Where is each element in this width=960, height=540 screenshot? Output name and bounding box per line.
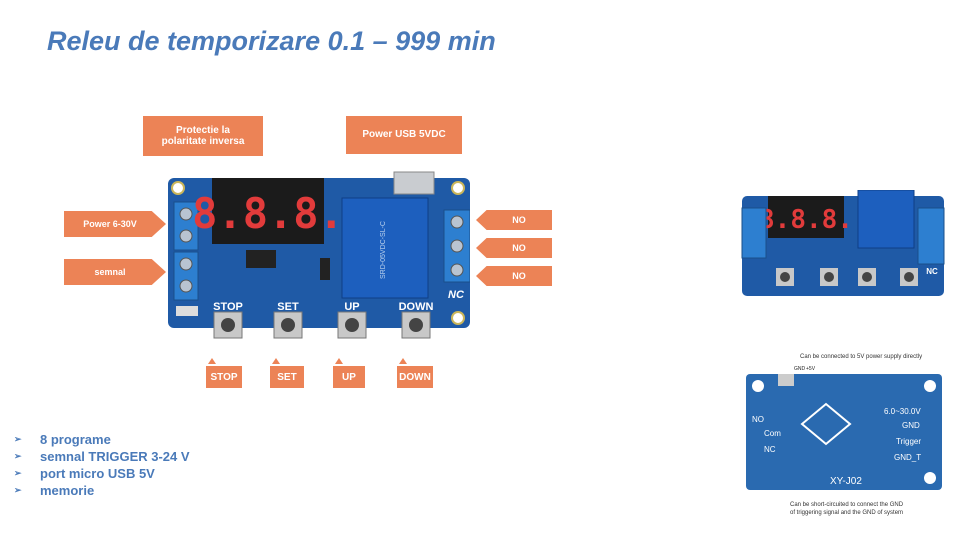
silk-stop: STOP	[213, 301, 243, 313]
back-model: XY-J02	[830, 476, 862, 487]
arrow-bullet-icon: ➢	[14, 468, 22, 478]
back-gnd: GND	[902, 421, 920, 430]
arrow-bullet-icon: ➢	[14, 451, 22, 461]
arrow-bullet-icon: ➢	[14, 434, 22, 444]
label-set: SET	[270, 358, 304, 388]
callout-signal: semnal	[64, 259, 166, 285]
back-board-image: GND +5V NO Com NC 6.0~30.0V GND Trigger …	[746, 366, 942, 490]
relay-label: SRD-05VDC-SL-C	[380, 221, 387, 279]
list-item: ➢memorie	[14, 483, 95, 498]
callout-polarity: Protectie la polaritate inversa	[143, 116, 263, 156]
board-display: 8.8.8.	[192, 189, 344, 238]
callout-polarity-line1: Protectie la	[176, 124, 230, 136]
callout-no-3: NO	[476, 266, 552, 286]
silk-set: SET	[277, 301, 299, 313]
label-up: UP	[333, 358, 365, 388]
back-com: Com	[764, 429, 781, 438]
back-gnd-t: GND_T	[894, 453, 921, 462]
back-no: NO	[752, 415, 764, 424]
back-trigger: Trigger	[896, 437, 921, 446]
back-vin: 6.0~30.0V	[884, 407, 921, 416]
back-gnd-top: GND	[794, 366, 806, 372]
side-board-image: 8.8.8. NC	[741, 190, 945, 296]
arrow-bullet-icon: ➢	[14, 485, 22, 495]
back-nc: NC	[764, 445, 776, 454]
label-down: DOWN	[397, 358, 433, 388]
back-bottom-note-1: Can be short-circuited to connect the GN…	[790, 502, 904, 508]
back-top-note: Can be connected to 5V power supply dire…	[800, 354, 923, 360]
silk-nc: NC	[448, 289, 465, 301]
callout-power-in: Power 6-30V	[64, 211, 166, 237]
feature-list: ➢8 programe ➢semnal TRIGGER 3-24 V ➢port…	[14, 431, 190, 499]
page-title: Releu de temporizare 0.1 – 999 min	[47, 26, 496, 56]
list-item: ➢semnal TRIGGER 3-24 V	[14, 449, 190, 464]
callout-polarity-line2: polaritate inversa	[161, 136, 245, 147]
back-plus5: +5V	[806, 366, 816, 372]
side-board-display: 8.8.8.	[759, 205, 853, 235]
label-stop: STOP	[206, 358, 242, 388]
list-item: ➢8 programe	[14, 432, 111, 447]
silk-up: UP	[344, 301, 359, 313]
callout-no-2: NO	[476, 238, 552, 258]
list-item: ➢port micro USB 5V	[14, 466, 155, 481]
side-silk-nc: NC	[926, 267, 938, 276]
callout-usb-power: Power USB 5VDC	[346, 116, 462, 154]
callout-no-1: NO	[476, 210, 552, 230]
main-board-image: 8.8.8. SRD-05VDC-SL-C STOP SET UP DOWN N…	[168, 171, 470, 339]
back-bottom-note-2: of triggering signal and the GND of syst…	[790, 510, 904, 516]
silk-down: DOWN	[399, 301, 434, 313]
